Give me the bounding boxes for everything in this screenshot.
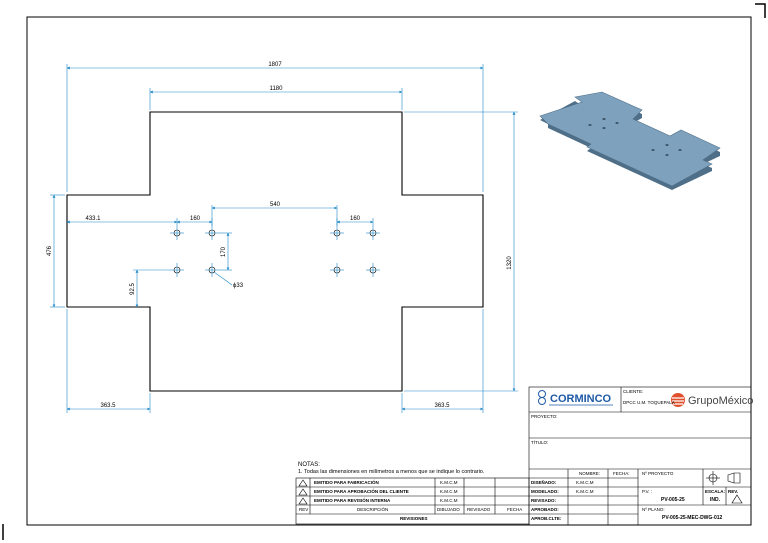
scale-label: ESCALA: (705, 489, 725, 494)
dim-hole-y-offset: 92.5 (130, 283, 136, 295)
dim-hole-diameter: ϕ33 (233, 283, 244, 289)
revision-header-rev: REV (299, 507, 309, 512)
client-logo-text: GrupoMéxico (688, 395, 753, 407)
project-no-label: Nº PROYECTO (642, 471, 674, 476)
revision-header-reviewed: REVISADO (467, 507, 491, 512)
projection-symbol (706, 471, 741, 485)
dim-top-width: 1180 (270, 86, 284, 92)
role-label: MODELADO: (531, 489, 559, 494)
rev-label: REV. (728, 489, 739, 494)
dim-hole-pitch-left: 160 (190, 216, 201, 222)
dim-overall-height: 1320 (507, 256, 513, 270)
revision-header-desc: DESCRIPCIÓN (357, 507, 389, 512)
pv-value: PV-005-25 (661, 497, 685, 503)
dimension-lines (50, 64, 518, 413)
revision-header-date: FECHA (507, 507, 523, 512)
hole (205, 226, 219, 240)
role-name: K.M.C.M (576, 489, 594, 494)
revisions-footer: REVISIONES (400, 516, 428, 521)
dim-bottom-right-width: 363.5 (434, 403, 450, 409)
company-name: CORMINCO (550, 393, 612, 405)
role-label: REVISADO: (531, 498, 557, 503)
project-label: PROYECTO: (531, 414, 558, 419)
revision-drawn: K.M.C.M (440, 498, 458, 503)
revision-desc: EMITIDO PARA FABRICACIÓN (314, 480, 379, 485)
revision-desc: EMITIDO PARA APROBACIÓN DEL CLIENTE (314, 489, 409, 494)
scale-value: IND. (710, 497, 720, 503)
dim-hole-x-left: 433.1 (85, 216, 101, 222)
corner-mark-top-right (755, 3, 766, 18)
role-label: DISEÑADO: (531, 480, 557, 485)
sheet-border (26, 16, 752, 526)
dim-hole-pitch-right: 160 (350, 216, 361, 222)
title-label: TÍTULO: (531, 440, 549, 445)
client-label: CLIENTE: (623, 389, 644, 394)
dim-arm-height: 476 (47, 245, 53, 256)
role-name: K.M.C.M (576, 480, 594, 485)
hole (330, 263, 344, 277)
dimension-labels: 1807 1180 540 433.1 160 160 170 ϕ33 92.5… (47, 62, 513, 409)
hole (366, 263, 380, 277)
hole (170, 263, 184, 277)
hole (366, 226, 380, 240)
hole (205, 263, 219, 277)
dim-overall-width: 1807 (268, 62, 282, 68)
dim-hole-pitch-vertical: 170 (221, 246, 227, 257)
dim-bottom-left-width: 363.5 (100, 403, 116, 409)
name-header: NOMBRE: (579, 471, 601, 476)
notes-title: NOTAS: (298, 462, 320, 468)
plan-label: Nº PLANO: (642, 507, 665, 512)
hole (170, 226, 184, 240)
plan-value: PV-005-25-MEC-DWG-012 (662, 515, 723, 521)
holes (170, 226, 380, 277)
revision-desc: EMITIDO PARA REVISIÓN INTERNA (314, 498, 391, 503)
corminco-logo: CORMINCO (538, 390, 613, 406)
part-outline (66, 111, 484, 392)
pv-label: P.V. : (642, 489, 653, 494)
note-item: 1. Todas las dimensiones en milímetros a… (298, 469, 485, 475)
client-value: DPCC U.M. TOQUEPALA (623, 400, 675, 405)
title-block (528, 386, 752, 526)
role-label: APROB.CLTE: (531, 516, 562, 521)
date-header: FECHA: (613, 471, 630, 476)
revision-header-drawn: DIBUJADO (437, 507, 460, 512)
revision-triangles (298, 479, 308, 505)
role-label: APROBADO: (531, 507, 559, 512)
grupo-mexico-logo: GrupoMéxico (671, 393, 753, 407)
hole (330, 226, 344, 240)
revision-drawn: K.M.C.M (440, 489, 458, 494)
isometric-view (539, 91, 721, 190)
revision-triangle-icon (731, 494, 743, 504)
dim-hole-span: 540 (270, 202, 281, 208)
revision-drawn: K.M.C.M (440, 480, 458, 485)
